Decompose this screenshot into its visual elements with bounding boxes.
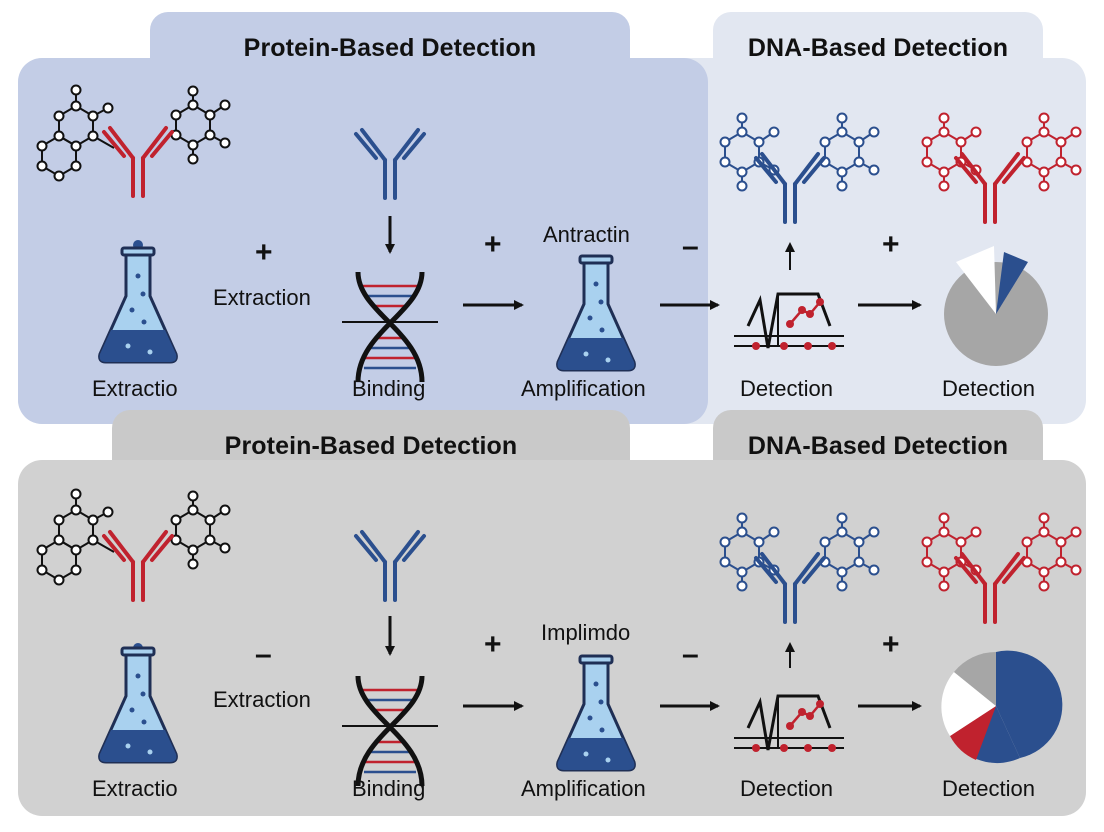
- bottom-plus-symbol-2: +: [882, 628, 900, 661]
- top-pipeline: [36, 84, 1082, 383]
- molecule-icon: [170, 490, 231, 570]
- top-extraction-side-label: Extraction: [213, 285, 311, 310]
- top-detection-label-1: Detection: [740, 376, 833, 401]
- top-plus-symbol-2: +: [484, 228, 502, 261]
- bottom-detection-label-2: Detection: [942, 776, 1035, 801]
- molecule-icon: [170, 85, 231, 165]
- top-protein-title: Protein-Based Detection: [243, 34, 537, 62]
- bottom-extraction-side-label: Extraction: [213, 687, 311, 712]
- line-chart-icon: [732, 292, 846, 352]
- top-binding-label: Binding: [352, 376, 426, 401]
- bottom-panel: [18, 460, 1086, 816]
- antibody-icon: [102, 530, 174, 602]
- antibody-icon: [354, 530, 426, 602]
- antibody-icon: [754, 552, 826, 624]
- bottom-minus-symbol-1: –: [255, 638, 272, 671]
- bottom-plus-symbol-1: +: [484, 628, 502, 661]
- dna-helix-icon: [342, 676, 438, 786]
- top-detection-label-2: Detection: [942, 376, 1035, 401]
- bottom-binding-label: Binding: [352, 776, 426, 801]
- flask-icon: [556, 254, 636, 372]
- top-plus-symbol-1: +: [255, 236, 273, 269]
- molecule-icon: [819, 112, 880, 192]
- bottom-amplification-label: Amplification: [521, 776, 646, 801]
- top-dna-title: DNA-Based Detection: [747, 34, 1009, 62]
- dna-helix-icon: [342, 272, 438, 382]
- molecule-icon: [819, 512, 880, 592]
- bottom-minus-symbol-2: –: [682, 638, 699, 671]
- top-minus-symbol: –: [682, 230, 699, 263]
- line-chart-icon: [732, 694, 846, 754]
- bottom-protein-title: Protein-Based Detection: [224, 432, 518, 460]
- bottom-pipeline: [36, 488, 1082, 787]
- antibody-icon: [102, 126, 174, 198]
- flask-icon: [98, 246, 178, 364]
- bottom-flask-label: Implimdo: [541, 620, 631, 645]
- bottom-extraction-label: Extractio: [92, 776, 178, 801]
- flask-icon: [98, 646, 178, 764]
- molecule-icon: [719, 112, 780, 192]
- molecule-icon: [1021, 112, 1082, 192]
- top-amplification-label: Amplification: [521, 376, 646, 401]
- molecule-icon: [1021, 512, 1082, 592]
- pie-chart-icon: [944, 246, 1048, 366]
- top-extraction-label: Extractio: [92, 376, 178, 401]
- flask-icon: [556, 654, 636, 772]
- bottom-dna-title: DNA-Based Detection: [747, 432, 1009, 460]
- top-flask-label: Antractin: [543, 222, 630, 247]
- molecule-icon: [719, 512, 780, 592]
- pie-chart-icon: [941, 650, 1063, 764]
- bottom-detection-label-1: Detection: [740, 776, 833, 801]
- antibody-icon: [754, 152, 826, 224]
- top-plus-symbol-3: +: [882, 228, 900, 261]
- antibody-icon: [354, 128, 426, 200]
